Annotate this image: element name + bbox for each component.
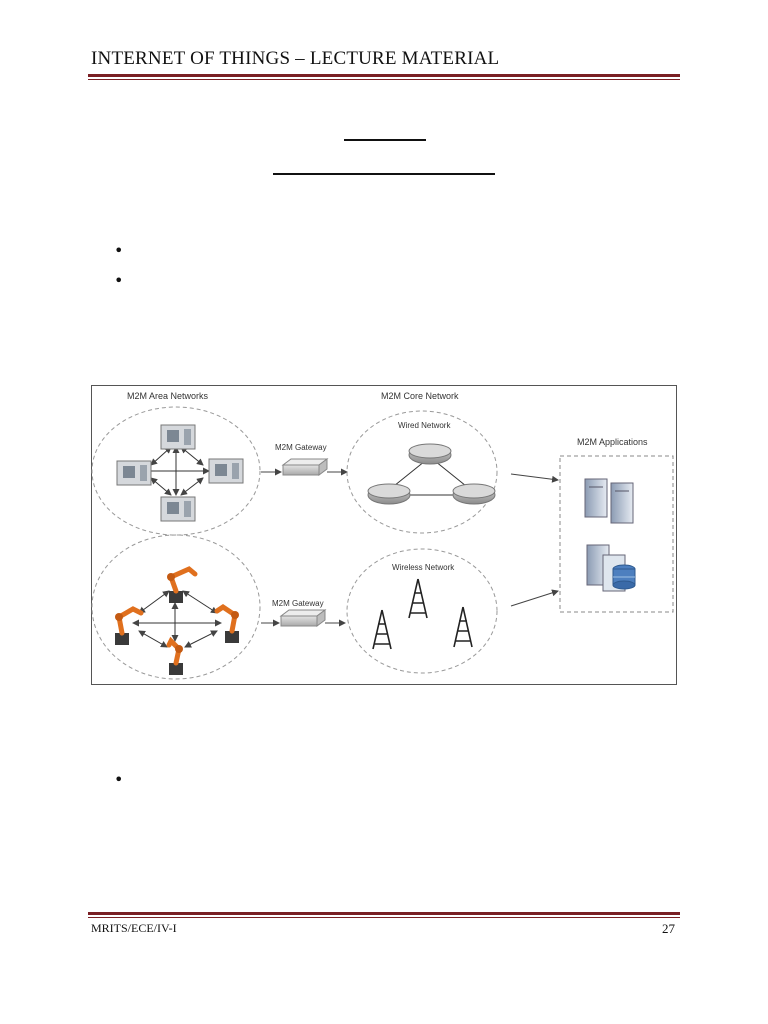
m2m-architecture-diagram: M2M Area Networks M2M Core Network M2M G… xyxy=(91,385,677,685)
router-icon xyxy=(453,484,495,504)
machine-icon xyxy=(161,497,195,521)
page-number: 27 xyxy=(662,921,675,937)
gateway-icon xyxy=(283,459,327,475)
subtitle-underline xyxy=(273,173,495,175)
machine-icon xyxy=(209,459,243,483)
wireless-network-label: Wireless Network xyxy=(392,563,455,572)
core-network-label: M2M Core Network xyxy=(381,391,459,401)
router-icon xyxy=(409,444,451,464)
gateway-icon xyxy=(281,610,325,626)
footer-rule-thick xyxy=(88,912,680,915)
applications-label: M2M Applications xyxy=(577,437,648,447)
machine-icon xyxy=(117,461,151,485)
title-underline xyxy=(344,139,426,141)
footer-rule-thin xyxy=(88,917,680,918)
header-rule-thin xyxy=(88,79,680,80)
bullet-3: • xyxy=(114,772,123,788)
router-icon xyxy=(368,484,410,504)
gateway-bottom-label: M2M Gateway xyxy=(272,599,324,608)
wired-network-label: Wired Network xyxy=(398,421,451,430)
header-rule-thick xyxy=(88,74,680,77)
header-title: INTERNET OF THINGS – LECTURE MATERIAL xyxy=(91,48,499,70)
gateway-top-label: M2M Gateway xyxy=(275,443,327,452)
bullet-1: • xyxy=(114,243,123,259)
footer-course-code: MRITS/ECE/IV-I xyxy=(91,921,177,936)
bullet-2: • xyxy=(114,273,123,289)
machine-icon xyxy=(161,425,195,449)
area-networks-label: M2M Area Networks xyxy=(127,391,209,401)
